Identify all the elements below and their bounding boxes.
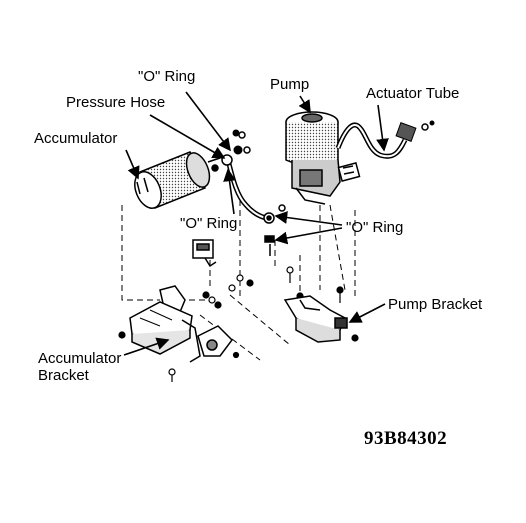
leader-lines <box>123 91 389 356</box>
leader-actuator-tube <box>376 104 389 152</box>
label-actuator-tube: Actuator Tube <box>366 85 460 102</box>
accumulator <box>134 151 221 209</box>
figure-code: 93B84302 <box>364 428 448 449</box>
actuator-tube <box>335 120 435 159</box>
leader-pump <box>298 95 311 114</box>
leader-pressure-hose <box>149 114 226 159</box>
leader-o-ring-top <box>185 91 231 152</box>
label-pump-bracket: Pump Bracket <box>388 296 483 313</box>
leader-pump-bracket <box>348 303 386 323</box>
fasteners <box>118 266 359 382</box>
pump <box>285 111 361 205</box>
leader-o-ring-left <box>223 168 236 215</box>
accumulator-bracket <box>129 285 233 363</box>
label-o-ring-top: "O" Ring <box>138 68 196 85</box>
o-ring-fittings <box>263 204 286 256</box>
pump-bracket <box>283 295 348 343</box>
leader-o-ring-right-b <box>274 227 343 245</box>
label-pressure-hose: Pressure Hose <box>66 94 166 111</box>
assembly-guide-lines <box>121 200 356 361</box>
label-o-ring-right: "O" Ring <box>346 219 404 236</box>
leader-o-ring-right-a <box>274 211 343 226</box>
leader-accumulator-bracket <box>123 337 170 356</box>
label-accumulator-bracket-line1: Accumulator <box>38 350 122 367</box>
leader-accumulator <box>125 149 140 180</box>
label-accumulator-bracket-line2: Bracket <box>38 367 89 384</box>
label-o-ring-left: "O" Ring <box>180 215 238 232</box>
label-pump: Pump <box>270 76 310 93</box>
electrical-connector <box>192 239 217 268</box>
label-accumulator: Accumulator <box>34 130 118 147</box>
